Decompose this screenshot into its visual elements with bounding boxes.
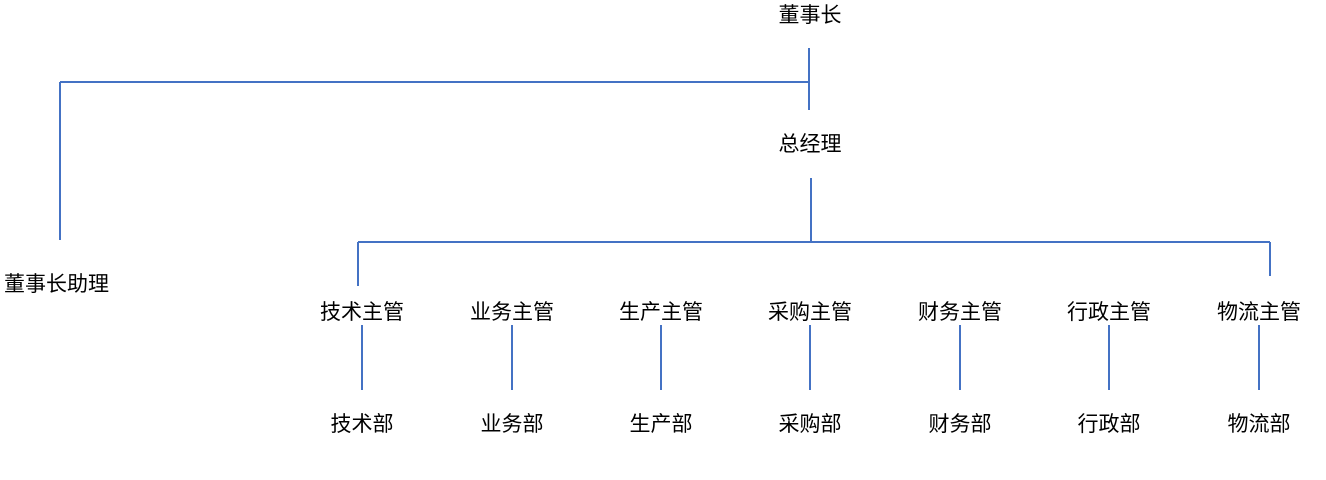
department-node: 财务部: [928, 412, 992, 436]
supervisor-node: 物流主管: [1217, 300, 1301, 324]
department-node: 物流部: [1227, 412, 1291, 436]
supervisor-node: 行政主管: [1067, 300, 1151, 324]
department-node: 行政部: [1077, 412, 1141, 436]
supervisor-node: 技术主管: [320, 300, 404, 324]
supervisor-node: 财务主管: [918, 300, 1002, 324]
chairman-assistant-node: 董事长助理: [4, 272, 109, 296]
supervisor-node: 业务主管: [470, 300, 554, 324]
chairman-node: 董事长: [778, 3, 842, 27]
supervisor-node: 生产主管: [619, 300, 703, 324]
general-manager-node: 总经理: [778, 132, 842, 156]
supervisor-node: 采购主管: [768, 300, 852, 324]
department-node: 生产部: [629, 412, 693, 436]
department-node: 业务部: [480, 412, 544, 436]
department-node: 采购部: [778, 412, 842, 436]
department-node: 技术部: [330, 412, 394, 436]
